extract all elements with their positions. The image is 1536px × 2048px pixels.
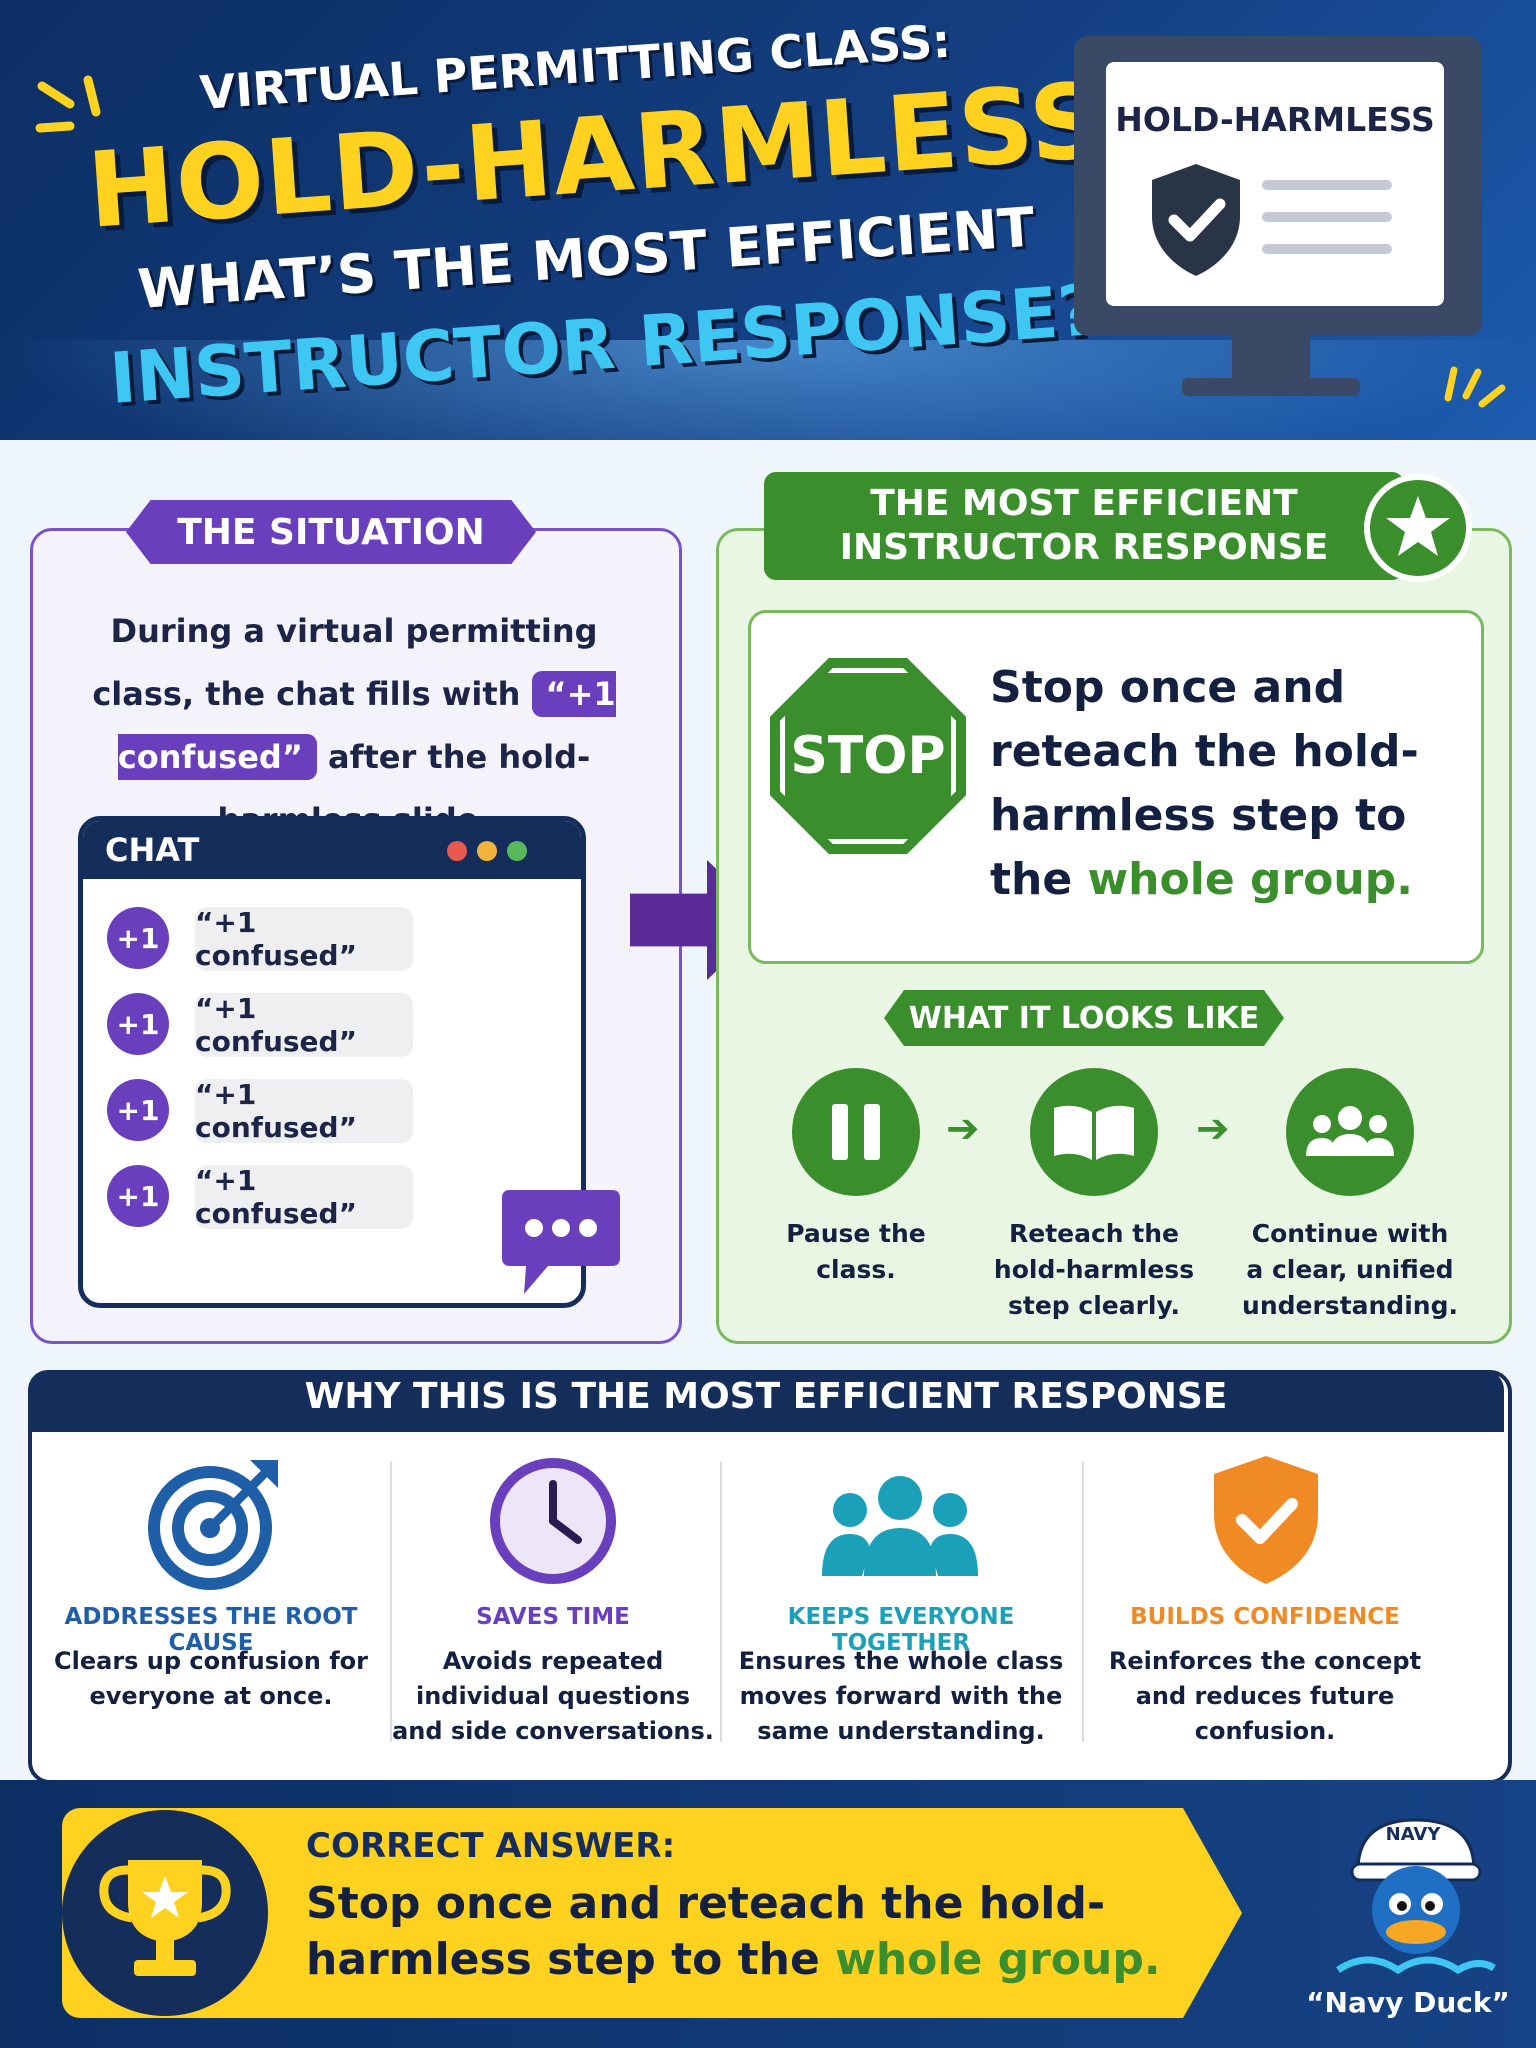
answer-text: Stop once and reteach the hold-harmless … (306, 1876, 1206, 1988)
response-ribbon: THE MOST EFFICIENT INSTRUCTOR RESPONSE (764, 472, 1404, 580)
pause-icon (832, 1104, 880, 1160)
answer-label: CORRECT ANSWER: (306, 1826, 676, 1866)
step-reteach (1030, 1068, 1158, 1196)
why-col-desc: Avoids repeated individual questions and… (392, 1647, 714, 1745)
chat-window: CHAT +1 “+1 confused” +1 “+1 confused” +… (78, 816, 586, 1308)
chat-bubble-icon (502, 1190, 620, 1294)
clock-icon (490, 1458, 616, 1584)
step-arrow-icon: ➔ (1196, 1106, 1230, 1152)
chat-badge: +1 (107, 1165, 169, 1227)
window-dot-yellow (477, 841, 497, 861)
star-icon (1386, 496, 1450, 556)
looks-like-ribbon: WHAT IT LOOKS LIKE (884, 990, 1284, 1046)
why-header-bar (28, 1370, 1504, 1432)
mascot-hat-label: NAVY (1385, 1824, 1441, 1845)
stop-instruction-text: Stop once and reteach the hold-harmless … (990, 662, 1419, 905)
step-continue (1286, 1068, 1414, 1196)
step-pause (792, 1068, 920, 1196)
answer-text-highlight: whole group. (835, 1934, 1161, 1985)
chat-message: “+1 confused” (195, 992, 413, 1058)
why-col-title: BUILDS CONFIDENCE (1130, 1604, 1400, 1630)
screen-line (1262, 244, 1392, 254)
step-label: Reteach the hold-harmless step clearly. (993, 1219, 1195, 1320)
situation-ribbon: THE SITUATION (126, 500, 536, 564)
target-icon (148, 1460, 278, 1590)
chat-message: “+1 confused” (195, 1078, 413, 1144)
stop-sign-icon: STOP (770, 658, 966, 854)
response-ribbon-line1: THE MOST EFFICIENT (870, 483, 1298, 524)
chat-titlebar (83, 821, 581, 879)
column-divider (390, 1462, 392, 1742)
why-col-title: KEEPS EVERYONE TOGETHER (787, 1604, 1015, 1656)
chat-badge: +1 (107, 907, 169, 969)
step-label: Continue with a clear, unified understan… (1242, 1219, 1458, 1320)
monitor-stand (1232, 334, 1310, 382)
open-book-icon (1054, 1105, 1134, 1160)
chat-title: CHAT (105, 831, 200, 869)
screen-line (1262, 180, 1392, 190)
trophy-icon (99, 1860, 231, 1976)
duck-mascot-icon (1336, 1818, 1496, 1975)
why-col-desc: Clears up confusion for everyone at once… (54, 1647, 368, 1710)
monitor-title: HOLD-HARMLESS (1115, 100, 1435, 139)
sparkle-icon (35, 75, 101, 133)
why-title: WHY THIS IS THE MOST EFFICIENT RESPONSE (304, 1376, 1228, 1417)
why-col-title: ADDRESSES THE ROOT CAUSE (64, 1604, 358, 1656)
why-col-desc: Ensures the whole class moves forward wi… (738, 1647, 1064, 1745)
situation-text-before: During a virtual permitting class, the c… (92, 612, 598, 713)
why-col-title: SAVES TIME (476, 1604, 630, 1630)
chat-message: “+1 confused” (195, 1164, 413, 1230)
shield-check-icon (1152, 164, 1240, 276)
stop-instruction-highlight: whole group. (1087, 854, 1413, 905)
situation-text: During a virtual permitting class, the c… (74, 600, 634, 852)
step-arrow-icon: ➔ (946, 1106, 980, 1152)
why-col-desc: Reinforces the concept and reduces futur… (1108, 1647, 1422, 1745)
window-dot-red (447, 841, 467, 861)
answer-text-main: Stop once and reteach the hold-harmless … (306, 1878, 1106, 1985)
star-badge (1364, 474, 1472, 582)
response-ribbon-line2: INSTRUCTOR RESPONSE (839, 527, 1329, 568)
stop-sign-border (780, 668, 956, 844)
column-divider (1082, 1462, 1084, 1742)
monitor-base (1182, 378, 1360, 396)
step-label: Pause the class. (786, 1219, 926, 1284)
chat-badge: +1 (107, 1079, 169, 1141)
chat-badge: +1 (107, 993, 169, 1055)
chat-message: “+1 confused” (195, 906, 413, 972)
people-icon (822, 1476, 978, 1576)
screen-line (1262, 212, 1392, 222)
shield-check-icon (1214, 1456, 1318, 1584)
sparkle-icon (1444, 366, 1506, 408)
stop-instruction: Stop once and reteach the hold-harmless … (990, 656, 1460, 912)
group-icon (1306, 1106, 1394, 1156)
column-divider (720, 1462, 722, 1742)
trophy-badge (62, 1810, 268, 2016)
window-dot-green (507, 841, 527, 861)
mascot-name: “Navy Duck” (1306, 1986, 1510, 2019)
